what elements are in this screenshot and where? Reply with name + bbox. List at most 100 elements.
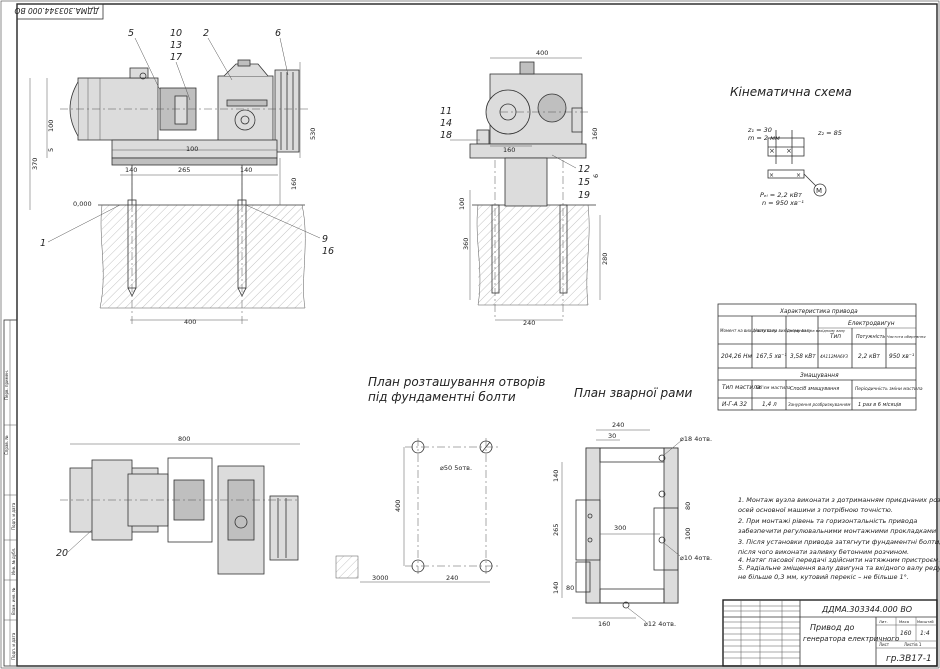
dim-6-side: 6 [592,174,600,178]
note-line-2: осей основної машини з потрібною точніст… [738,506,893,514]
dim-3000: 3000 [372,574,389,582]
svg-text:×: × [786,147,792,155]
dim-140-a: 140 [125,166,137,174]
hole-spec: ⌀50 5отв. [440,464,472,472]
side-view: 400 160 160 100 6 360 280 240 11 14 18 1… [440,49,609,327]
hole-10: ⌀10 4отв. [680,554,712,562]
callout-5: 5 [128,28,134,39]
spec-lv4: 1 раз в 6 місяців [858,402,901,408]
dim-140-frame-b: 140 [552,582,560,594]
title-block-group: гр.ЗВ17-1 [886,654,932,664]
motor-symbol [813,183,827,197]
note-line-1: 1. Монтаж вузла виконати з дотриманням п… [738,496,940,504]
callout-16: 16 [322,246,334,257]
svg-text:×: × [796,172,801,179]
title-block-scale: Масштаб [917,620,934,624]
callout-14: 14 [440,118,452,129]
spec-v4c: 950 хв⁻¹ [889,353,915,360]
top-code-box: ДДМА.303344.000 ВО [14,3,104,20]
spec-l1: Тип мастила [722,385,761,391]
spec-l3: Спосіб змащування [790,386,839,392]
note-line-6: після чого виконати заливку бетонним роз… [738,548,909,556]
kin-z2: z₂ = 85 [817,129,842,137]
dim-100-left: 100 [47,120,55,132]
dim-160-side-a: 160 [503,146,515,154]
left-strip: Перв. примен. Справ. № Подп. и дата Инв.… [3,319,18,667]
kin-power: Pₑₗ = 2,2 кВт [760,191,802,199]
frame-plan: План зварної рами 240 30 ⌀18 4отв. 140 2… [552,386,712,628]
callout-19: 19 [578,190,590,201]
spec-v4b: 2,2 кВт [858,354,881,360]
spec-v4a: 4А112МА6УЗ [820,354,848,359]
spec-l4: Періодичність зміни мастила [855,386,923,392]
kin-speed: n = 950 хв⁻¹ [762,199,804,207]
reference-hatch [335,555,359,579]
spec-h2: Частота на вихідному валу [754,328,812,333]
callout-2: 2 [203,28,209,39]
strip-text-3: Подп. и дата [11,502,16,530]
kin-z1: z₁ = 30 [747,126,772,134]
svg-text:×: × [769,172,774,179]
dim-265: 265 [178,166,190,174]
v-belt-pulley [274,69,300,153]
dim-300-frame: 300 [614,524,626,532]
spec-h3: Потужність на вихідному валу [787,329,846,333]
holes-plan-title-1: План розташування отворів [368,375,545,389]
strip-text-5: Взам. инв. № [11,588,16,615]
spec-v1: 204,26 Нм [721,354,752,360]
dim-265-frame: 265 [552,524,560,536]
callout-6: 6 [275,28,281,39]
dim-240-frame: 240 [612,421,624,429]
callout-15: 15 [578,177,590,188]
strip-text-4: Инв. № дубл. [11,548,16,575]
spec-lv3: Занурення розбризкуванням [788,402,850,407]
title-block: ДДМА.303344.000 ВО Привод до генератора … [722,599,938,667]
kinematic-title: Кінематична схема [730,85,852,99]
note-line-9: не більше 0,3 мм, кутовий перекіс – не б… [738,573,909,581]
dim-360: 360 [462,238,470,250]
spec-table: Характеристика привода Момент на вихідно… [717,303,926,411]
dim-100-frame: 100 [684,528,692,540]
title-block-mass-value: 160 [900,630,912,637]
dim-160-frame: 160 [598,620,610,628]
dim-240-side: 240 [523,319,535,327]
callout-13: 13 [170,40,182,51]
svg-text:×: × [769,147,775,155]
title-block-mass: Маса [899,619,909,624]
dim-100-mid: 100 [186,145,198,153]
callout-9: 9 [322,234,328,245]
hole-18: ⌀18 4отв. [680,435,712,443]
dim-800: 800 [178,435,190,443]
strip-text-6: Подп. и дата [11,632,16,660]
callout-18: 18 [440,130,452,141]
pulley-plan [269,495,299,561]
spec-h4b: Потужність [856,334,885,340]
title-block-scale-value: 1:4 [920,630,930,637]
title-block-code: ДДМА.303344.000 ВО [821,605,912,614]
callout-17: 17 [170,52,182,63]
title-block-sheet: Лист [879,642,890,647]
dim-30-frame: 30 [608,432,616,440]
dim-280: 280 [601,253,609,265]
spec-v2: 167,5 хв⁻¹ [756,353,787,360]
hole-12: ⌀12 4отв. [644,620,676,628]
note-line-7: 4. Натяг пасової передачі здійснити натя… [738,556,940,564]
kinematic-scheme: Кінематична схема × × × × М z₁ = 30 m = … [730,85,852,207]
dim-80-frame-a: 80 [684,502,692,510]
dim-0000: 0,000 [73,200,92,208]
spec-lv1: И-Г-А 32 [722,402,747,408]
dim-400-side: 400 [536,49,548,57]
plan-view: 800 20 [56,435,300,575]
note-line-3: 2. При монтажі рівень та горизонтальніст… [738,517,917,525]
title-block-name-2: генератора електричного [803,635,899,643]
spec-lv2: 1,4 л [762,402,777,408]
dim-400-front: 400 [184,318,196,326]
foundation-side [478,205,588,305]
callout-20: 20 [56,548,68,559]
front-view: 370 100 5 530 160 100 140 265 140 0,000 … [29,28,334,326]
spec-title: Характеристика привода [779,309,858,315]
title-block-sheets: Листів 1 [904,642,922,647]
dim-160-side-b: 160 [591,128,599,140]
top-doc-code: ДДМА.303344.000 ВО [14,6,100,15]
